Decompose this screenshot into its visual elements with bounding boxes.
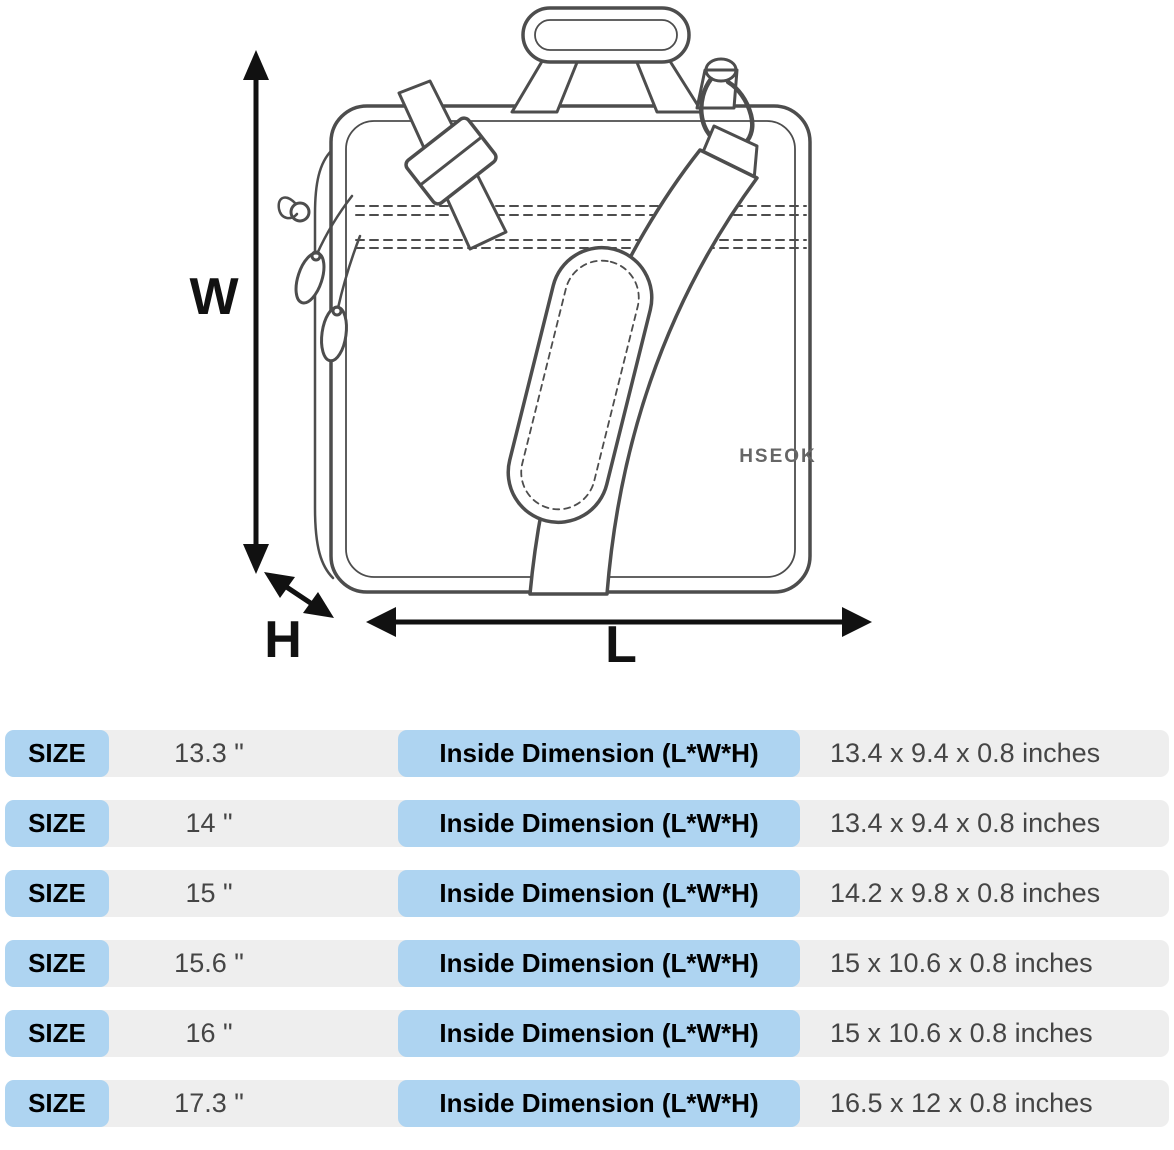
size-label-pill: SIZE [5,940,109,987]
brand-text: HSEOK [739,446,817,467]
zipper-pulls-icon [277,194,362,363]
length-label: L [605,616,637,674]
size-label: SIZE [28,808,86,838]
table-row: SIZE 14 " Inside Dimension (L*W*H) 13.4 … [5,800,1169,847]
dimension-value: 15 x 10.6 x 0.8 inches [830,1018,1093,1048]
dimension-label: Inside Dimension (L*W*H) [439,948,759,978]
bag-line-drawing: HSEOK [189,6,872,674]
dimension-label-pill: Inside Dimension (L*W*H) [398,730,800,777]
bag-dimension-diagram: HSEOK [189,6,872,674]
size-label: SIZE [28,878,86,908]
dimension-value: 15 x 10.6 x 0.8 inches [830,948,1093,978]
dimension-value: 13.4 x 9.4 x 0.8 inches [830,808,1101,838]
strap-adjuster [397,79,508,251]
table-row: SIZE 15.6 " Inside Dimension (L*W*H) 15 … [5,940,1169,987]
dimension-label-pill: Inside Dimension (L*W*H) [398,1080,800,1127]
dimension-label-pill: Inside Dimension (L*W*H) [398,1010,800,1057]
dimension-value: 14.2 x 9.8 x 0.8 inches [830,878,1101,908]
size-label: SIZE [28,948,86,978]
dimension-value: 13.4 x 9.4 x 0.8 inches [830,738,1101,768]
dimension-label-pill: Inside Dimension (L*W*H) [398,940,800,987]
dimension-label: Inside Dimension (L*W*H) [439,1088,759,1118]
table-row: SIZE 13.3 " Inside Dimension (L*W*H) 13.… [5,730,1169,777]
strap-buckle-icon [404,116,498,206]
size-value: 14 " [185,808,233,838]
dimension-label: Inside Dimension (L*W*H) [439,738,759,768]
size-label: SIZE [28,1018,86,1048]
size-value: 17.3 " [174,1088,244,1118]
size-value: 15.6 " [174,948,244,978]
dimension-label-pill: Inside Dimension (L*W*H) [398,800,800,847]
bag-handle [510,6,704,114]
width-arrow [243,50,269,574]
size-label-pill: SIZE [5,730,109,777]
size-label-pill: SIZE [5,1080,109,1127]
dimension-value: 16.5 x 12 x 0.8 inches [830,1088,1093,1118]
size-label: SIZE [28,1088,86,1118]
height-arrow [264,572,334,618]
shoulder-strap [506,124,759,596]
dimension-label: Inside Dimension (L*W*H) [439,1018,759,1048]
size-label-pill: SIZE [5,800,109,847]
dimension-arrows: W H L [189,50,872,674]
table-row: SIZE 15 " Inside Dimension (L*W*H) 14.2 … [5,870,1169,917]
size-spec-table: SIZE 13.3 " Inside Dimension (L*W*H) 13.… [0,730,1174,1127]
shoulder-pad [506,245,654,525]
width-label: W [189,268,239,326]
length-arrow [366,607,872,637]
table-row: SIZE 17.3 " Inside Dimension (L*W*H) 16.… [5,1080,1169,1127]
size-value: 15 " [185,878,233,908]
dimension-label: Inside Dimension (L*W*H) [439,878,759,908]
size-label-pill: SIZE [5,870,109,917]
height-label: H [264,611,302,669]
size-label: SIZE [28,738,86,768]
table-row: SIZE 16 " Inside Dimension (L*W*H) 15 x … [5,1010,1169,1057]
size-value: 13.3 " [174,738,244,768]
size-value: 16 " [185,1018,233,1048]
size-label-pill: SIZE [5,1010,109,1057]
dimension-label: Inside Dimension (L*W*H) [439,808,759,838]
dimension-label-pill: Inside Dimension (L*W*H) [398,870,800,917]
